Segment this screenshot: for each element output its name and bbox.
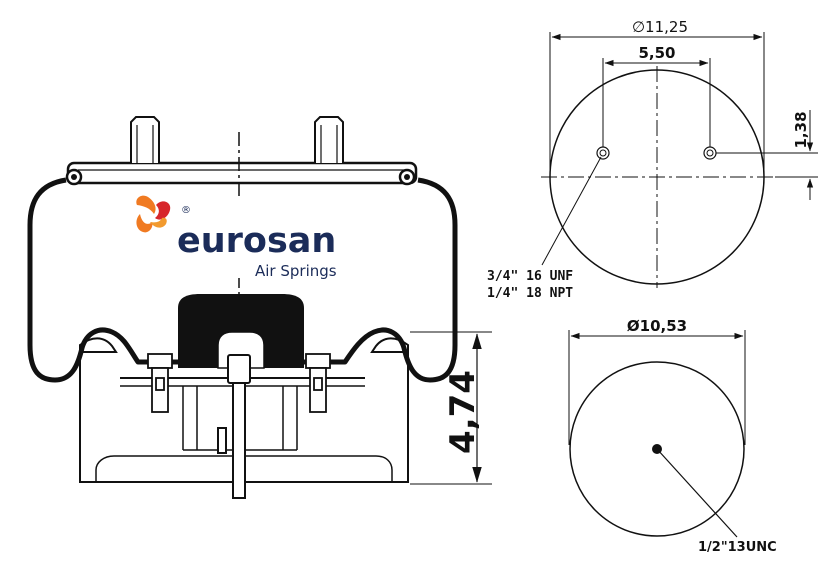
bottom-thread-label: 1/2"13UNC [698,540,777,555]
stud-hole-left [596,146,610,160]
bottom-plate-view: Ø10,53 1/2"13UNC [568,317,777,555]
brand-subtitle: Air Springs [255,262,337,280]
thread-label-unf: 3/4" 16 UNF [487,269,573,284]
top-stud-left [130,116,160,163]
bump-stop [178,294,304,368]
side-bolt-left [147,353,173,413]
bottom-thread-leader [656,448,738,538]
side-bolt-right [305,353,331,413]
offset-label: 1,38 [792,111,810,148]
flame-logo-icon [136,195,171,233]
thread-label-npt: 1/4" 18 NPT [487,286,573,301]
top-plate-view: ∅11,25 5,50 1,38 3/4" 16 UNF 1/4" 18 NPT [487,18,818,301]
registered-mark: ® [181,205,191,216]
stud-spacing-label: 5,50 [638,44,675,62]
bottom-diameter-label: Ø10,53 [627,317,687,335]
eurosan-logo: ® eurosan Air Springs [136,195,337,280]
top-stud-right [314,116,344,163]
top-bead-plate [66,161,418,185]
brand-name: eurosan [177,221,336,261]
top-diameter-label: ∅11,25 [632,18,688,36]
air-spring-side-view: 4,74 [27,116,492,499]
stud-hole-right [703,146,717,160]
center-bolt [217,354,251,499]
thread-leader [541,156,602,266]
height-label: 4,74 [443,370,483,454]
